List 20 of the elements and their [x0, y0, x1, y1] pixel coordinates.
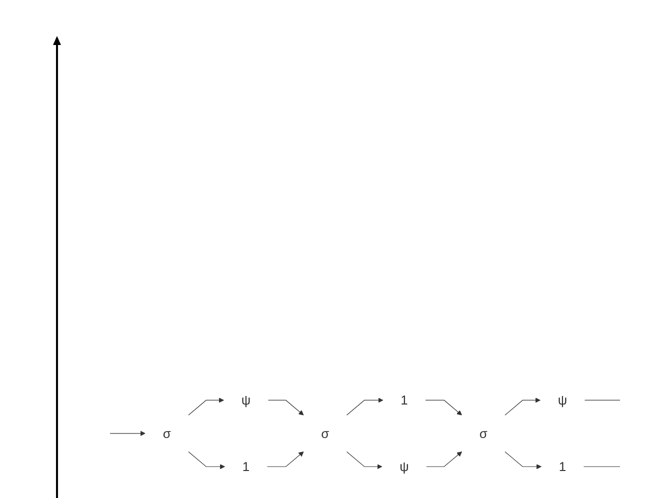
- arrow: [188, 398, 224, 416]
- arrow: [426, 452, 462, 468]
- arrow: [266, 452, 304, 468]
- node-text: ψ: [558, 393, 568, 408]
- node-text: σ: [479, 426, 488, 441]
- arrow: [188, 452, 225, 470]
- arrow: [346, 452, 382, 470]
- node-text: 1: [242, 459, 250, 474]
- node-text: 1: [558, 459, 566, 474]
- arrow: [504, 398, 540, 416]
- arrow: [346, 398, 384, 416]
- node-text: ψ: [400, 459, 409, 474]
- arrow: [504, 452, 542, 470]
- node-text: σ: [162, 426, 171, 441]
- node-text: ψ: [241, 393, 251, 408]
- arrow: [268, 400, 304, 416]
- arrow: [425, 400, 462, 416]
- node-text: 1: [400, 393, 408, 408]
- arrow: [110, 431, 146, 436]
- node-text: σ: [321, 426, 330, 441]
